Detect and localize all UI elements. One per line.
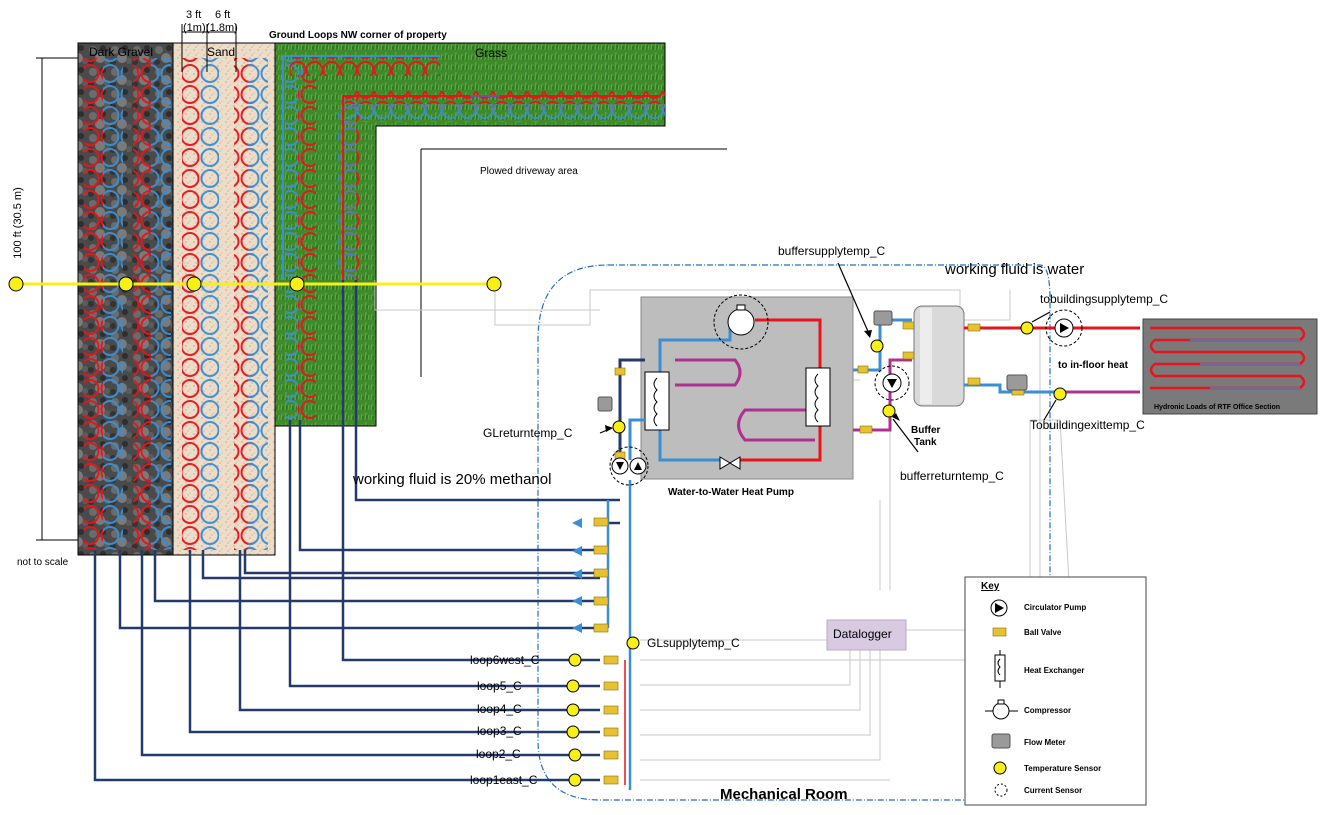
buffer-flow-meter <box>874 311 892 325</box>
sand-label: Sand <box>207 45 235 59</box>
ball-valves-ground <box>594 518 618 784</box>
loop5-sensor-label: loop5_C <box>477 679 522 693</box>
building-flow-meter <box>1007 375 1027 390</box>
hydronic-loads-label: Hydronic Loads of RTF Office Section <box>1154 404 1280 411</box>
loop2-sensor-label: loop2_C <box>476 747 521 761</box>
key-item-valve: Ball Valve <box>1024 628 1061 637</box>
dimension-6ft: 6 ft <box>215 9 230 21</box>
buffer-return-sensor-label: bufferreturntemp_C <box>900 469 1004 483</box>
to-building-supply-sensor-label: tobuildingsupplytemp_C <box>1040 292 1168 306</box>
grass-label: Grass <box>475 46 507 60</box>
condenser-hx <box>806 368 830 426</box>
diagram-title: Ground Loops NW corner of property <box>269 30 447 41</box>
gl-flow-meter <box>598 397 612 411</box>
dimension-3ft-metric: (1m) <box>183 22 206 34</box>
buffer-tank-label-line2: Tank <box>914 437 937 448</box>
key-title: Key <box>981 581 999 592</box>
gl-return-sensor-label: GLreturntemp_C <box>483 426 572 440</box>
loop6-sensor-label: loop6west_C <box>470 653 539 667</box>
key-item-current-sensor: Current Sensor <box>1024 786 1082 795</box>
ground-fluid-label: working fluid is 20% methanol <box>353 471 551 488</box>
to-building-exit-sensor-label: Tobuildingexittemp_C <box>1030 418 1145 432</box>
key-item-heat-exchanger: Heat Exchanger <box>1024 666 1084 675</box>
dimension-length: 100 ft (30.5 m) <box>12 187 24 259</box>
compressor-icon <box>728 309 754 335</box>
length-dimension <box>36 58 78 540</box>
loop4-sensor-label: loop4_C <box>477 702 522 716</box>
gravel-label: Dark Gravel <box>89 45 153 59</box>
evaporator-hx <box>645 372 669 430</box>
driveway-label: Plowed driveway area <box>480 166 578 177</box>
dimension-3ft: 3 ft <box>186 9 201 21</box>
buffer-tank-label-line1: Buffer <box>911 425 940 436</box>
scale-note: not to scale <box>17 557 68 568</box>
key-item-compressor: Compressor <box>1024 706 1071 715</box>
heat-pump-label: Water-to-Water Heat Pump <box>668 487 794 498</box>
datalogger-label[interactable]: Datalogger <box>833 627 892 641</box>
buffer-supply-sensor-label: buffersupplytemp_C <box>778 244 885 258</box>
mechanical-room-label: Mechanical Room <box>720 786 848 803</box>
hydronic-loads <box>1143 319 1317 414</box>
loop1-sensor-label: loop1east_C <box>470 773 537 787</box>
key-item-temperature-sensor: Temperature Sensor <box>1024 764 1101 773</box>
key-item-flow-meter: Flow Meter <box>1024 738 1066 747</box>
in-floor-heat-label: to in-floor heat <box>1058 360 1128 371</box>
building-fluid-label: working fluid is water <box>945 261 1084 278</box>
flow-arrows <box>572 518 582 633</box>
key-item-pump: Circulator Pump <box>1024 603 1086 612</box>
gl-supply-sensor-label: GLsupplytemp_C <box>647 636 740 650</box>
loop3-sensor-label: loop3_C <box>477 724 522 738</box>
dimension-6ft-metric: (1.8m) <box>206 22 238 34</box>
